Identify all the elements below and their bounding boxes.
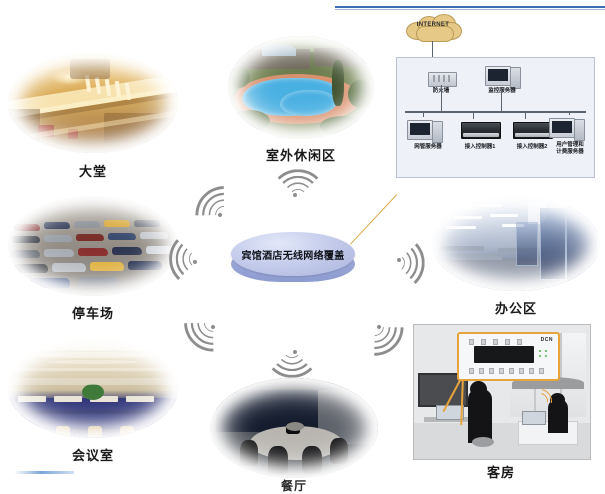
drop-ac1 <box>473 111 475 119</box>
wifi-signal-icon-north <box>268 168 327 222</box>
device-label-ac2: 接入控制器2 <box>516 144 548 150</box>
zone-photo-lobby <box>8 53 178 153</box>
central-node-disc: 宾馆酒店无线网络覆盖 <box>231 232 355 294</box>
device-access-controller-2: 接入控制器2 <box>507 116 557 164</box>
drop-monitoring <box>501 88 503 112</box>
ap-brand-label: DCN <box>540 337 553 343</box>
top-divider-rule-secondary <box>335 9 605 10</box>
zone-photo-outdoor <box>228 36 374 139</box>
internet-cloud-icon: INTERNET <box>404 12 462 42</box>
device-label-netadmin: 网管服务器 <box>414 144 442 150</box>
wifi-signal-icon-southeast <box>334 286 417 368</box>
device-label-billing-line2: 计费服务器 <box>556 149 584 155</box>
device-billing-server: 用户管理和 计费服务器 <box>547 112 593 168</box>
bottom-accent-rule <box>14 471 74 474</box>
zone-label-meeting: 会议室 <box>71 448 114 463</box>
device-netadmin-server: 网管服务器 <box>403 116 453 164</box>
access-point-callout: DCN <box>457 332 560 381</box>
wifi-signal-icon-east <box>366 232 427 293</box>
zone-photo-office <box>432 196 600 291</box>
zone-label-outdoor: 室外休闲区 <box>265 148 336 163</box>
zone-label-guestroom: 客房 <box>486 465 515 480</box>
core-network-panel: 防火墙 监控服务器 网管服务器 接入控制器1 <box>396 57 595 178</box>
device-access-controller-1: 接入控制器1 <box>455 116 505 164</box>
device-label-billing-line1: 用户管理和 <box>556 142 584 148</box>
drop-firewall <box>441 85 443 112</box>
zone-label-terrace: 餐厅 <box>280 479 307 493</box>
drop-ac2 <box>525 111 527 119</box>
zone-label-parking: 停车场 <box>71 306 114 321</box>
wifi-signal-icon-south <box>263 320 322 379</box>
zone-photo-guestroom: DCN <box>413 324 591 460</box>
internet-label: INTERNET <box>416 22 450 28</box>
central-node-label: 宾馆酒店无线网络覆盖 <box>241 251 345 262</box>
drop-billing <box>569 111 571 115</box>
network-bus-line <box>405 111 586 113</box>
zone-photo-terrace <box>210 378 378 478</box>
zone-label-office: 办公区 <box>494 301 537 316</box>
top-divider-rule <box>335 6 605 8</box>
wifi-signal-icon-west <box>167 229 228 290</box>
zone-label-lobby: 大堂 <box>78 164 107 179</box>
drop-netadmin <box>423 111 425 117</box>
zone-photo-parking <box>8 196 178 296</box>
internet-uplink-line <box>432 41 434 72</box>
zone-photo-meeting <box>8 338 178 438</box>
wifi-signal-icon-southwest <box>172 282 254 365</box>
device-label-ac1: 接入控制器1 <box>464 144 496 150</box>
